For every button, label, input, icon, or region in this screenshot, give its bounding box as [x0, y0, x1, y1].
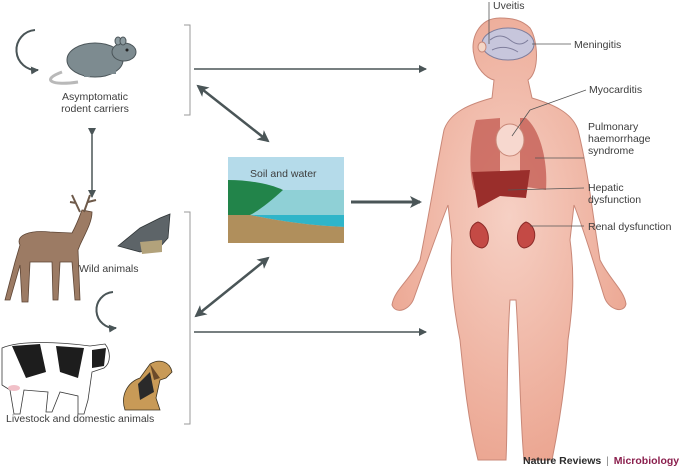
kidney-left: [469, 221, 489, 249]
credit-separator: |: [606, 455, 609, 467]
rodent-label-line1: Asymptomatic: [62, 91, 128, 103]
rodent-cycle-icon: [15, 29, 39, 75]
pulmonary-line2: haemorrhage: [588, 133, 651, 145]
cow-illustration: [1, 342, 110, 415]
uveitis-label: Uveitis: [493, 0, 525, 12]
journal-name: Microbiology: [613, 455, 680, 467]
dog-illustration: [123, 360, 173, 411]
renal-label: Renal dysfunction: [588, 221, 672, 233]
rodent-label-line2: rodent carriers: [61, 103, 129, 115]
rat-illustration: [49, 36, 137, 85]
publisher-name: Nature Reviews: [523, 455, 602, 467]
rodent-carriers-label: Asymptomatic rodent carriers: [40, 91, 150, 115]
rodent-bracket: [184, 24, 191, 116]
deer-illustration: [4, 194, 97, 303]
liver: [472, 170, 530, 208]
soil-water-panel: [228, 157, 344, 243]
hepatic-line1: Hepatic: [588, 182, 624, 194]
pulmonary-line1: Pulmonary: [588, 121, 639, 133]
hepatic-label: Hepatic dysfunction: [588, 182, 641, 206]
kidney-right: [517, 221, 536, 249]
pulmonary-line3: syndrome: [588, 145, 635, 157]
rodent-environment-arrow: [196, 84, 270, 143]
soil-water-label: Soil and water: [250, 168, 317, 180]
myocarditis-label: Myocarditis: [589, 84, 643, 96]
wild-animals-label: Wild animals: [79, 263, 139, 275]
human-figure: [391, 17, 627, 461]
livestock-label: Livestock and domestic animals: [6, 413, 155, 425]
hepatic-line2: dysfunction: [588, 194, 642, 206]
heart: [495, 123, 525, 157]
brain-illustration: [481, 27, 535, 61]
animals-bracket: [184, 211, 191, 425]
bat-illustration: [117, 213, 171, 254]
meningitis-label: Meningitis: [574, 39, 622, 51]
leader-lines: [488, 2, 587, 227]
pulmonary-label: Pulmonary haemorrhage syndrome: [588, 121, 650, 157]
figure-credit: Nature Reviews | Microbiology: [523, 455, 679, 467]
animal-cycle-icon: [95, 291, 117, 333]
animals-environment-arrow: [194, 256, 270, 318]
